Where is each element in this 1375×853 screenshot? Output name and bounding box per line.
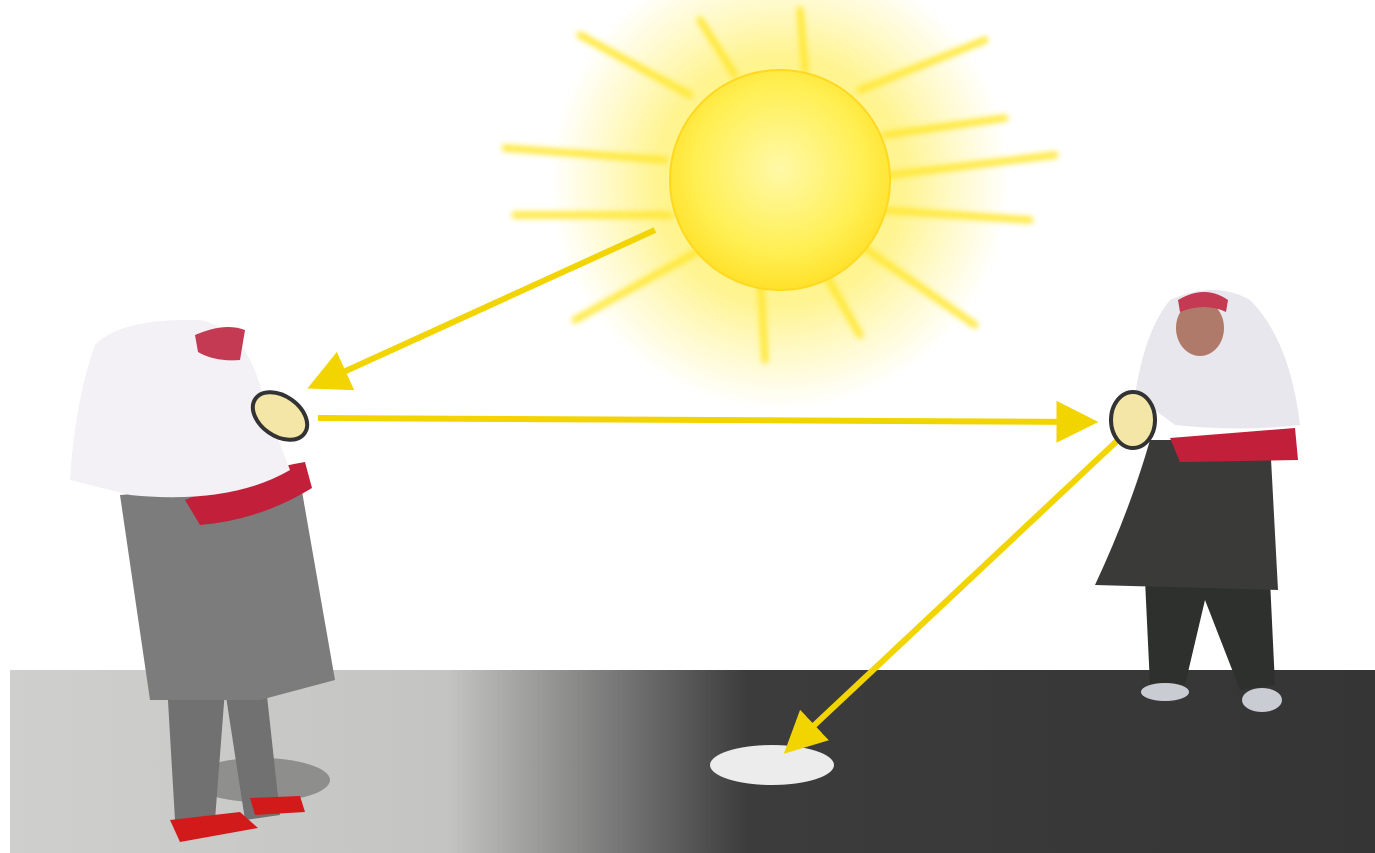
light-spot-icon [710,745,834,785]
sun-icon [505,0,1055,410]
mirror-icon [1111,392,1155,448]
reflected-ray-arrow [318,418,1090,422]
girl-right [1095,290,1300,712]
